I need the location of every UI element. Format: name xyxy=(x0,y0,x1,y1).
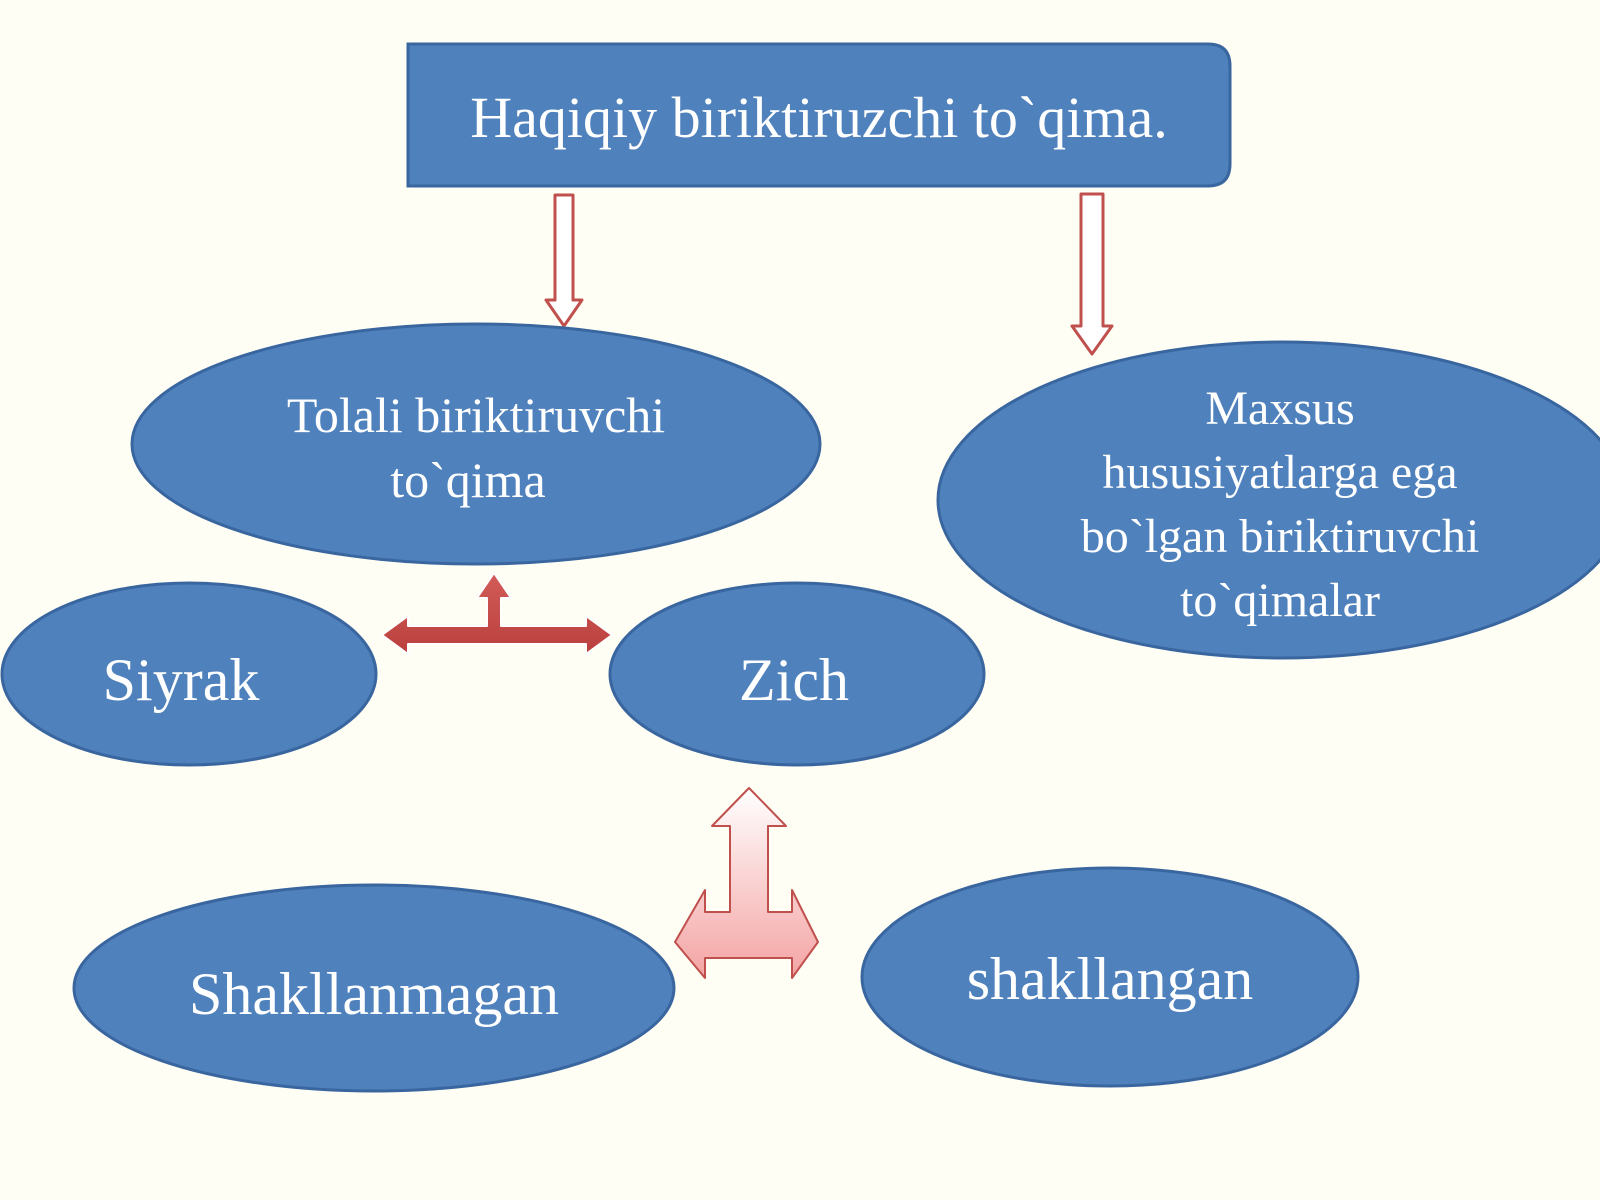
split-arrow-dark-icon xyxy=(381,572,613,655)
title-box-shape xyxy=(406,42,1232,188)
node-formed: shakllangan xyxy=(860,866,1360,1088)
down-arrow-right-icon xyxy=(1070,192,1114,356)
split-arrow-light-icon xyxy=(674,787,819,979)
node-special-shape xyxy=(936,340,1600,660)
node-special-line4: to`qimalar xyxy=(1180,574,1380,627)
node-special-line2: hususiyatlarga ega xyxy=(1102,446,1457,499)
node-fibrous-line2: to`qima xyxy=(390,452,546,508)
node-fibrous-line1: Tolali biriktiruvchi xyxy=(287,387,665,443)
title-text: Haqiqiy biriktiruzchi to`qima. xyxy=(470,85,1167,150)
node-loose-shape xyxy=(0,581,378,767)
node-unformed-shape xyxy=(72,883,676,1093)
node-loose-text: Siyrak xyxy=(103,647,260,713)
node-formed-shape xyxy=(860,866,1360,1088)
node-special-line1: Maxsus xyxy=(1205,382,1354,435)
node-fibrous: Tolali biriktiruvchi to`qima xyxy=(130,322,822,566)
node-fibrous-shape xyxy=(130,322,822,566)
node-special-line3: bo`lgan biriktiruvchi xyxy=(1081,510,1480,563)
title-box: Haqiqiy biriktiruzchi to`qima. xyxy=(406,42,1232,188)
node-unformed: Shakllanmagan xyxy=(72,883,676,1093)
node-loose: Siyrak xyxy=(0,581,378,767)
node-dense-shape xyxy=(608,581,986,767)
node-unformed-text: Shakllanmagan xyxy=(189,961,559,1027)
node-dense-text: Zich xyxy=(739,647,849,713)
node-dense: Zich xyxy=(608,581,986,767)
node-special: Maxsus hususiyatlarga ega bo`lgan birikt… xyxy=(936,340,1600,660)
node-formed-text: shakllangan xyxy=(967,946,1254,1012)
down-arrow-left-icon xyxy=(544,193,584,328)
